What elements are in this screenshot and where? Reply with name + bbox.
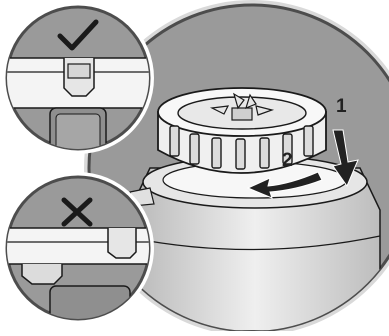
step-2-label: 2	[282, 150, 293, 171]
main-detail-circle	[84, 0, 389, 336]
check-icon	[57, 19, 99, 51]
blade-assembly-ring	[157, 87, 327, 174]
cross-icon	[61, 197, 93, 227]
arrow-left-icon	[246, 171, 323, 199]
incorrect-inset	[2, 172, 154, 324]
step-1-label: 1	[336, 96, 347, 117]
correct-inset	[2, 2, 154, 154]
arrow-down-icon	[332, 129, 359, 188]
